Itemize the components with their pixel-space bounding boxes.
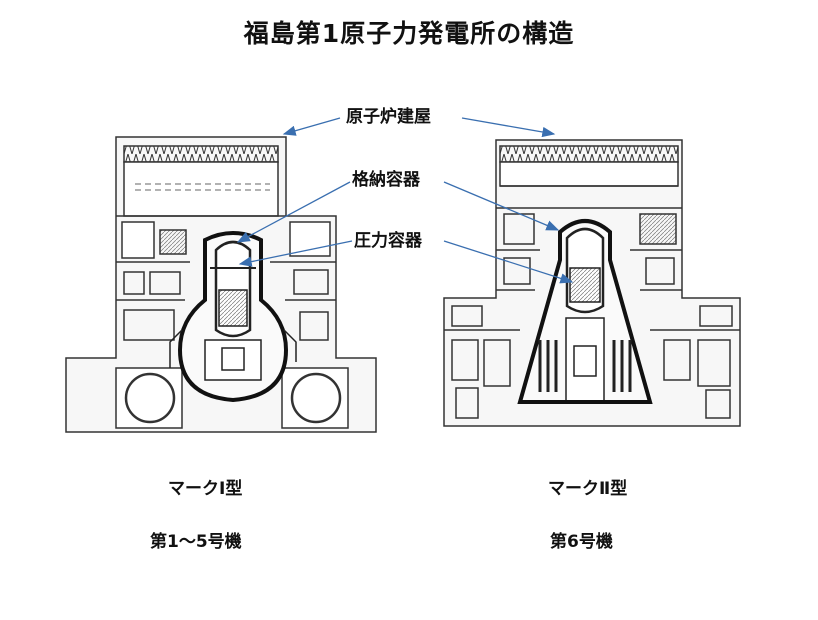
label-pressure-vessel: 圧力容器 <box>354 231 422 251</box>
page-title: 福島第1原子力発電所の構造 <box>243 19 575 48</box>
label-reactor-building: 原子炉建屋 <box>346 107 431 127</box>
right-units-label: 第6号機 <box>550 532 613 552</box>
label-containment-vessel: 格納容器 <box>352 170 420 190</box>
callout-arrows <box>236 117 574 284</box>
mark2-building <box>443 139 741 427</box>
mark1-building <box>65 136 377 433</box>
left-units-label: 第1～5号機 <box>150 532 242 552</box>
left-type-label: マークⅠ型 <box>168 479 243 499</box>
right-type-label: マークⅡ型 <box>548 479 628 499</box>
